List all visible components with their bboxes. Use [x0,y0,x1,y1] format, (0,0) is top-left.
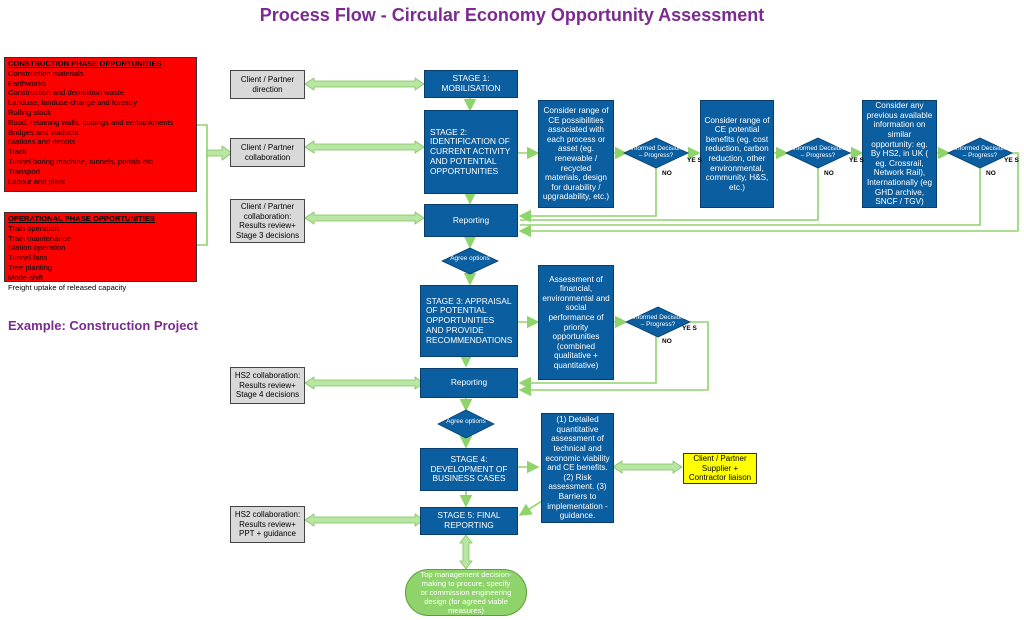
double-arrow-g2 [304,140,425,154]
double-arrow-yellow [612,460,683,474]
no-label: NO [824,170,834,177]
agree-label-1: Agree options [450,255,490,262]
yes-label: YE S [687,157,702,164]
decision-label-3: Informed Decision – Progress? [954,145,1006,159]
client-direction-box: Client / Partner direction [230,70,305,99]
construction-item: Earthworks [8,78,46,88]
double-arrow-g1 [304,77,425,91]
decision-diamond-2 [785,137,851,169]
double-arrow-g5 [304,513,425,527]
hs2-final-box: HS2 collaboration: Results review+ PPT +… [230,506,305,543]
reporting1-box: Reporting [424,204,518,237]
stage2-box: STAGE 2: IDENTIFICATION OF CURRENT ACTIV… [424,110,518,194]
construction-item: Construction and demolition waste [8,88,125,98]
construction-item: Construction materials [8,68,84,78]
example-label: Example: Construction Project [8,318,198,333]
construction-item: Landuse, landuse change and forestry [8,98,138,108]
agree-diamond-1 [441,247,499,275]
stage1-box: STAGE 1: MOBILISATION [424,70,518,98]
agree-diamond-2 [437,409,495,439]
assessment-box: Assessment of financial, environmental a… [538,265,614,380]
operational-item: Train maintenance [8,233,71,243]
construction-item: Labour and plant [8,176,66,186]
ce-possibilities-box: Consider range of CE possibilities assoc… [538,100,614,208]
stage5-box: STAGE 5: FINAL REPORTING [420,507,518,535]
client-stage3-box: Client / Partner collaboration: Results … [230,199,305,243]
operational-item: Train operation [8,223,59,233]
no-label: NO [986,170,996,177]
stage4-box: STAGE 4: DEVELOPMENT OF BUSINESS CASES [420,448,518,491]
double-arrow-g3 [304,211,425,225]
construction-header: CONSTRUCTION PHASE OPPORTUNITIES [8,59,162,68]
detailed-assessment-box: (1) Detailed quantitative assessment of … [541,413,614,523]
decision-label-4: Informed Decision – Progress? [632,314,684,328]
agree-label-2: Agree options [446,418,486,425]
yes-label: YE S [849,157,864,164]
hs2-stage4-box: HS2 collaboration: Results review+ Stage… [230,367,305,404]
operational-item: Tree planting [8,262,53,272]
construction-item: Rolling stock [8,107,52,117]
double-arrow-g4 [304,376,425,390]
construction-item: Road, retaining walls, cuttings and emba… [8,117,174,127]
construction-item: Track [8,147,27,157]
decision-diamond-3 [947,137,1013,169]
operational-item: Tunnel fans [8,253,48,263]
stage3-box: STAGE 3: APPRAISAL OF POTENTIAL OPPORTUN… [420,285,518,357]
no-label: NO [662,338,672,345]
construction-item: Stations and depots [8,137,76,147]
client-collaboration-box: Client / Partner collaboration [230,138,305,167]
management-decision-oval: Top management decision-making to procur… [405,569,527,616]
operational-opportunities-box: OPERATIONAL PHASE OPPORTUNITIES Train op… [4,212,197,292]
operational-item: Freight uptake of released capacity [8,282,127,292]
yes-label: YE S [682,325,697,332]
bracket-line [197,124,208,246]
page-title: Process Flow - Circular Economy Opportun… [259,5,765,25]
arrow-bracket-stage2 [206,145,233,161]
construction-item: Transport [8,166,41,176]
supplier-liaison-box: Client / Partner Supplier + Contractor l… [683,453,757,484]
no-label: NO [662,170,672,177]
double-arrow-oval [459,534,473,570]
construction-opportunities-box: CONSTRUCTION PHASE OPPORTUNITIES Constru… [4,57,197,192]
decision-label-1: Informed Decision – Progress? [630,145,682,159]
decision-label-2: Informed Decision – Progress? [792,145,844,159]
construction-item: Tunnel boring machine, tunnels, portals … [8,156,153,166]
yes-label: YE S [1004,157,1019,164]
ce-previous-info-box: Consider any previous available informat… [862,100,937,208]
decision-diamond-1 [623,137,689,169]
decision-diamond-4 [625,306,691,338]
ce-benefits-box: Consider range of CE potential benefits … [700,100,774,208]
operational-header: OPERATIONAL PHASE OPPORTUNITIES [8,214,155,223]
reporting2-box: Reporting [420,368,518,398]
construction-item: Bridges and viaducts [8,127,79,137]
operational-item: Station operation [8,243,66,253]
operational-item: Mode shift [8,272,44,282]
